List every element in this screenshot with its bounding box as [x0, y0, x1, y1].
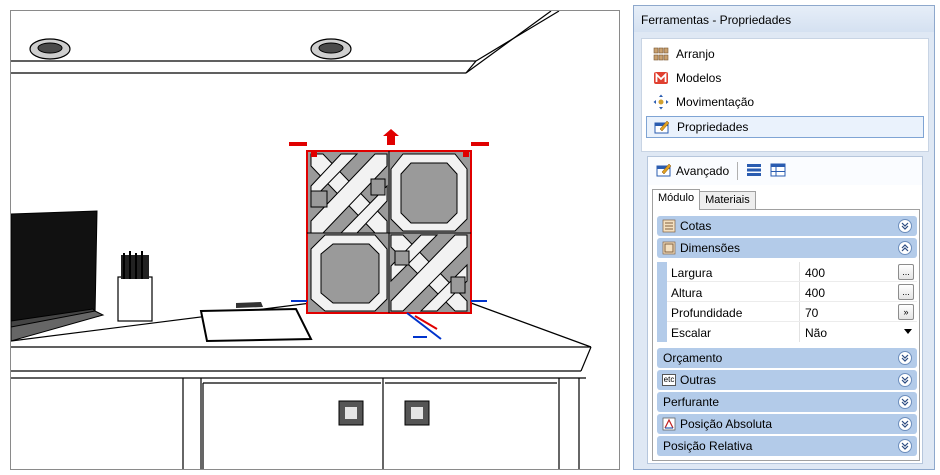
- 3d-viewport[interactable]: [10, 10, 620, 470]
- collapse-chevron-icon[interactable]: [898, 241, 912, 255]
- prop-row-altura: Altura 400 ...: [657, 282, 917, 302]
- advanced-button[interactable]: Avançado: [654, 160, 731, 182]
- expand-chevron-icon[interactable]: [898, 219, 912, 233]
- group-label: Orçamento: [663, 351, 723, 365]
- property-grid: Cotas Dimensões Largura 400 ...: [652, 209, 920, 461]
- models-icon: [652, 70, 670, 86]
- tool-item-label: Movimentação: [676, 95, 755, 109]
- expand-chevron-icon[interactable]: [898, 351, 912, 365]
- table-view-button[interactable]: [768, 160, 788, 182]
- group-orcamento[interactable]: Orçamento: [657, 348, 917, 368]
- group-label: Posição Absoluta: [680, 417, 773, 431]
- prop-value-profundidade[interactable]: 70: [805, 306, 819, 320]
- arrange-icon: [652, 46, 670, 62]
- group-label: Cotas: [680, 219, 712, 233]
- group-perfurante[interactable]: Perfurante: [657, 392, 917, 412]
- categorized-view-button[interactable]: [744, 160, 764, 182]
- dropdown-arrow-icon[interactable]: [904, 329, 912, 334]
- panel-title: Ferramentas - Propriedades: [634, 6, 934, 32]
- group-label: Outras: [680, 373, 717, 387]
- expand-chevron-icon[interactable]: [898, 417, 912, 431]
- group-dimensoes[interactable]: Dimensões: [657, 238, 917, 258]
- prop-value-largura[interactable]: 400: [805, 266, 826, 280]
- group-posicao-absoluta[interactable]: Posição Absoluta: [657, 414, 917, 434]
- pen-cup: [117, 251, 153, 322]
- group-label: Perfurante: [663, 395, 720, 409]
- group-label: Posição Relativa: [663, 439, 753, 453]
- notepad: [199, 302, 313, 343]
- prop-value-altura[interactable]: 400: [805, 286, 826, 300]
- kitchen-counter: [11, 302, 592, 469]
- prop-row-largura: Largura 400 ...: [657, 262, 917, 282]
- prop-row-escalar: Escalar Não: [657, 322, 917, 342]
- expand-chevron-icon[interactable]: [898, 395, 912, 409]
- prop-name: Escalar: [671, 326, 712, 340]
- tool-item-modelos[interactable]: Modelos: [646, 67, 924, 89]
- ceiling-spotlight-right: [310, 38, 352, 60]
- etc-icon: etc: [661, 374, 677, 386]
- toolbar-separator: [737, 162, 739, 180]
- ceiling-soffit: [11, 11, 560, 74]
- group-outras[interactable]: etc Outras: [657, 370, 917, 390]
- prop-name: Profundidade: [671, 306, 743, 320]
- group-cotas[interactable]: Cotas: [657, 216, 917, 236]
- tools-properties-panel: Ferramentas - Propriedades Arranjo Model…: [633, 5, 935, 470]
- tool-item-arranjo[interactable]: Arranjo: [646, 43, 924, 65]
- expand-button[interactable]: »: [898, 304, 914, 320]
- dimension-lines-icon: [661, 219, 677, 233]
- advanced-icon: [656, 163, 672, 180]
- tab-materiais[interactable]: Materiais: [699, 191, 756, 210]
- tab-modulo[interactable]: Módulo: [652, 189, 701, 210]
- absolute-position-icon: [661, 417, 677, 431]
- expand-chevron-icon[interactable]: [898, 373, 912, 387]
- properties-toolbar: Avançado: [648, 157, 922, 185]
- move-icon: [652, 94, 670, 110]
- tool-list: Arranjo Modelos Movimentação Propriedade…: [641, 38, 929, 152]
- prop-row-profundidade: Profundidade 70 »: [657, 302, 917, 322]
- prop-value-escalar[interactable]: Não: [805, 326, 828, 340]
- prop-name: Largura: [671, 266, 713, 280]
- ellipsis-button[interactable]: ...: [898, 264, 914, 280]
- tool-item-label: Modelos: [676, 71, 722, 85]
- properties-area: Avançado Módulo Materiais: [647, 156, 923, 464]
- group-label: Dimensões: [680, 241, 741, 255]
- tool-item-label: Arranjo: [676, 47, 715, 61]
- cabinet-handle-right: [404, 400, 430, 426]
- expand-chevron-icon[interactable]: [898, 439, 912, 453]
- property-tabs: Módulo Materiais: [652, 189, 756, 210]
- selected-cobogo-block[interactable]: [306, 150, 472, 314]
- tool-item-label: Propriedades: [677, 120, 749, 134]
- table-grid-icon: [770, 163, 786, 180]
- cabinet-handle-left: [338, 400, 364, 426]
- prop-name: Altura: [671, 286, 703, 300]
- tool-item-movimentacao[interactable]: Movimentação: [646, 91, 924, 113]
- laptop: [11, 210, 105, 342]
- ellipsis-button[interactable]: ...: [898, 284, 914, 300]
- advanced-label: Avançado: [676, 164, 730, 178]
- tool-item-propriedades[interactable]: Propriedades: [646, 116, 924, 138]
- dimensions-icon: [661, 241, 677, 255]
- group-posicao-relativa[interactable]: Posição Relativa: [657, 436, 917, 456]
- move-gizmo[interactable]: [289, 129, 489, 340]
- categorized-list-icon: [746, 163, 762, 180]
- ceiling-spotlight-left: [29, 38, 71, 60]
- properties-icon: [653, 119, 671, 135]
